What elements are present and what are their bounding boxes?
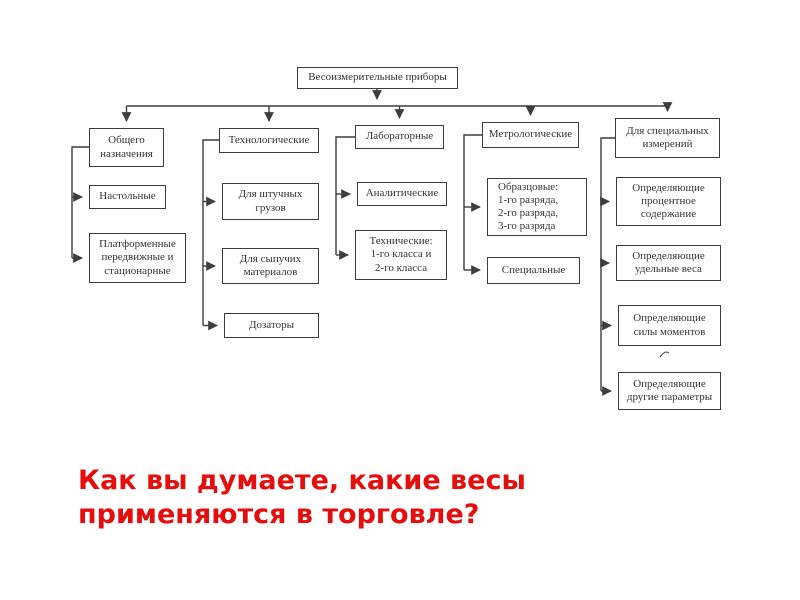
node-dosers: Дозаторы [224, 313, 319, 338]
node-specific-weight: Определяющие удельные веса [616, 245, 721, 281]
node-laboratory: Лабораторные [355, 125, 444, 149]
node-moment-forces: Определяющие силы моментов [618, 305, 721, 346]
node-root: Весоизмерительные приборы [297, 67, 458, 89]
scan-artifact [659, 351, 670, 358]
node-technological: Технологические [219, 128, 319, 153]
node-desktop: Настольные [89, 185, 166, 209]
node-metrological: Метрологические [482, 122, 579, 148]
node-piece-goods: Для штучных грузов [222, 183, 319, 220]
node-platform-mobile-stationary: Платформенные передвижные и стационарные [89, 233, 186, 283]
node-technical-classes: Технические: 1-го класса и 2-го класса [355, 230, 447, 280]
node-other-parameters: Определяющие другие параметры [618, 372, 721, 410]
question-text: Как вы думаете, какие весы применяются в… [78, 465, 526, 530]
node-general-purpose: Общего назначения [89, 128, 164, 167]
node-special: Специальные [487, 257, 580, 284]
node-special-measurements: Для специальных измерений [615, 118, 720, 158]
node-model-grades: Образцовые: 1-го разряда, 2-го разряда, … [487, 178, 587, 236]
node-percent-content: Определяющие процентное содержание [616, 177, 721, 226]
node-bulk-materials: Для сыпучих материалов [222, 248, 319, 284]
node-analytical: Аналитические [357, 182, 447, 206]
